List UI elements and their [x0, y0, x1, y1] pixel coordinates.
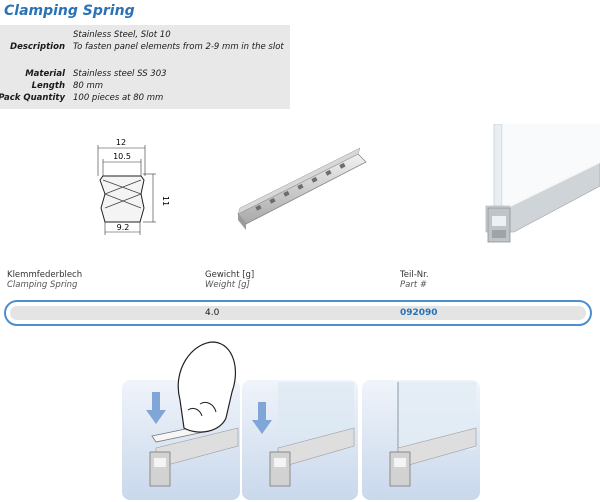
- glass-profile-render: [485, 124, 600, 243]
- header-weight: Gewicht [g] Weight [g]: [205, 270, 254, 290]
- hand-icon: [177, 341, 236, 433]
- cross-section-drawing: 12 10.5 11 9.2: [97, 138, 170, 235]
- installation-steps: [122, 341, 480, 500]
- clamping-spring-render: [237, 147, 367, 230]
- header-weight-en: Weight [g]: [205, 280, 250, 290]
- spec-row-pack-quantity: Pack Quantity 100 pieces at 80 mm: [0, 93, 290, 104]
- spec-value: To fasten panel elements from 2-9 mm in …: [73, 42, 284, 52]
- spec-label: Pack Quantity: [0, 93, 65, 103]
- header-name: Klemmfederblech Clamping Spring: [7, 270, 82, 290]
- spec-row-length: Length 80 mm: [0, 81, 290, 92]
- table-row[interactable]: 4.0 092090: [4, 300, 592, 326]
- cell-part-number[interactable]: 092090: [400, 308, 438, 318]
- header-part: Teil-Nr. Part #: [400, 270, 429, 290]
- spec-value: Stainless steel SS 303: [73, 69, 167, 79]
- down-arrow-icon: [252, 402, 272, 434]
- spec-label: Description: [10, 42, 65, 52]
- spec-label: Length: [31, 81, 65, 91]
- step-3-panel: [362, 380, 480, 500]
- page-title: Clamping Spring: [4, 3, 135, 19]
- table-row-fill: [10, 306, 586, 320]
- step-1-panel: [122, 341, 240, 500]
- spec-panel: Stainless Steel, Slot 10 Description To …: [0, 25, 290, 109]
- step-2-panel: [242, 380, 358, 500]
- spec-value: 100 pieces at 80 mm: [73, 93, 164, 103]
- spec-label: Material: [25, 69, 65, 79]
- spec-row-material: Material Stainless steel SS 303: [0, 69, 290, 80]
- header-part-de: Teil-Nr.: [400, 270, 429, 280]
- spec-row-description: Description To fasten panel elements fro…: [0, 42, 290, 53]
- spec-row-subtitle: Stainless Steel, Slot 10: [0, 30, 290, 41]
- cell-weight: 4.0: [205, 308, 220, 318]
- down-arrow-icon: [146, 392, 166, 424]
- dim-bottom-label: 9.2: [117, 223, 130, 232]
- header-name-en: Clamping Spring: [7, 280, 78, 290]
- header-part-en: Part #: [400, 280, 427, 290]
- dim-inner-label: 10.5: [113, 152, 131, 161]
- spec-value: Stainless Steel, Slot 10: [73, 30, 171, 40]
- header-weight-de: Gewicht [g]: [205, 270, 255, 280]
- dim-height-label: 11: [161, 196, 170, 206]
- dim-top-label: 12: [116, 138, 126, 147]
- spec-value: 80 mm: [73, 81, 104, 91]
- header-name-de: Klemmfederblech: [7, 270, 83, 280]
